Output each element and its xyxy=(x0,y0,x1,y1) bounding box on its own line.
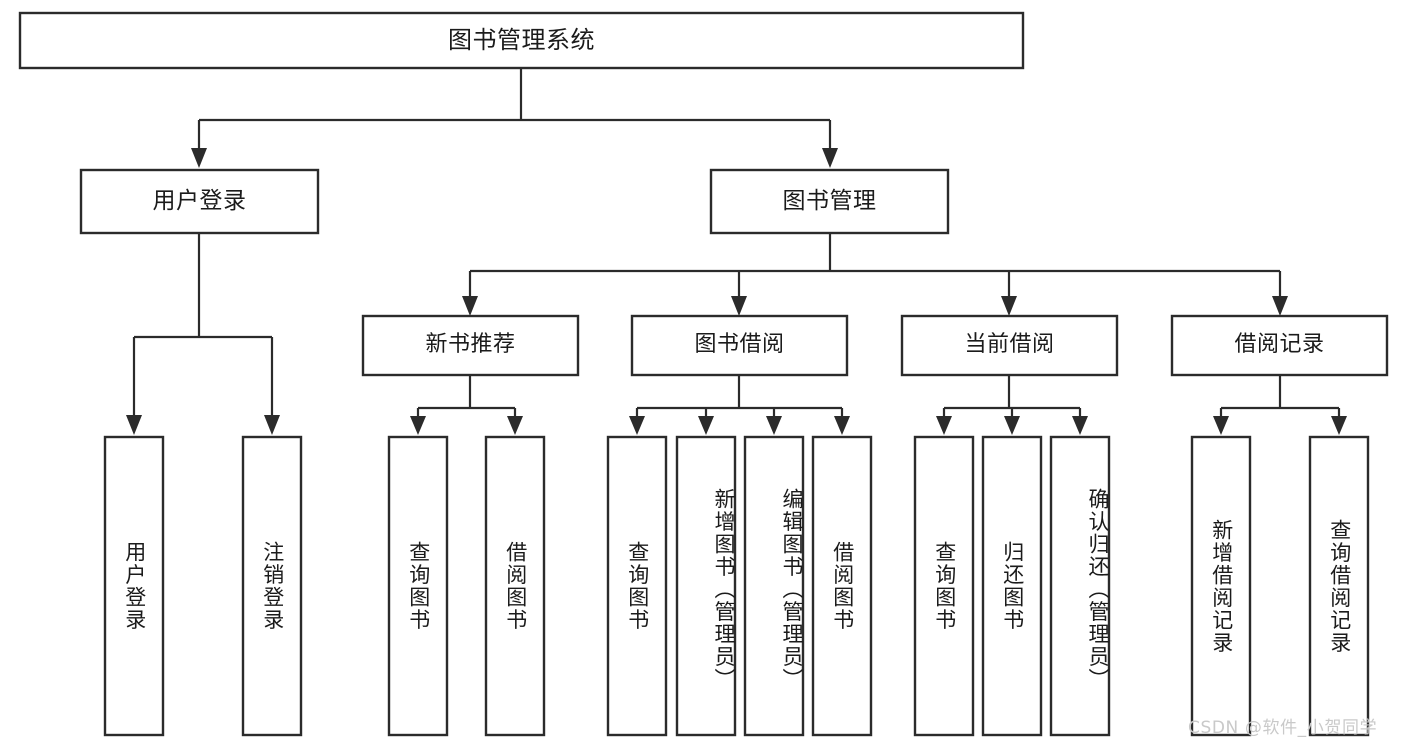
node-box-leaf-query-record[interactable] xyxy=(1308,435,1370,737)
node-box-leaf-borrow-book-1[interactable] xyxy=(484,435,546,737)
node-box-leaf-edit-book[interactable] xyxy=(743,435,805,737)
arrow-to-leaf-logout-login xyxy=(264,415,280,435)
node-box-leaf-add-book[interactable] xyxy=(675,435,737,737)
connector-current-borrow-bus xyxy=(942,375,1082,418)
node-box-leaf-add-record[interactable] xyxy=(1190,435,1252,737)
node-box-leaf-confirm-return[interactable] xyxy=(1049,435,1111,737)
connector-root-bus xyxy=(197,68,832,148)
arrow-to-current-borrow xyxy=(1001,296,1017,316)
connector-book-manage-bus xyxy=(468,233,1282,296)
node-box-root[interactable] xyxy=(18,11,1025,70)
arrow-to-new-book-recommend xyxy=(462,296,478,316)
arrow-to-leaf-query-record xyxy=(1331,416,1347,435)
node-box-leaf-user-login[interactable] xyxy=(103,435,165,737)
node-box-user-login[interactable] xyxy=(79,168,320,235)
node-box-leaf-query-book-2[interactable] xyxy=(606,435,668,737)
arrow-to-leaf-edit-book xyxy=(766,416,782,435)
node-box-leaf-logout-login[interactable] xyxy=(241,435,303,737)
arrow-to-leaf-add-book xyxy=(698,416,714,435)
node-box-leaf-return-book[interactable] xyxy=(981,435,1043,737)
arrow-to-user-login xyxy=(191,148,207,168)
node-box-leaf-query-book-1[interactable] xyxy=(387,435,449,737)
node-box-book-manage[interactable] xyxy=(709,168,950,235)
connector-borrow-record-bus xyxy=(1219,375,1341,418)
arrow-to-leaf-confirm-return xyxy=(1072,416,1088,435)
arrow-to-leaf-query-book-1 xyxy=(410,416,426,435)
node-box-new-book-recommend[interactable] xyxy=(361,314,580,377)
arrow-to-borrow-record xyxy=(1272,296,1288,316)
node-box-leaf-borrow-book-2[interactable] xyxy=(811,435,873,737)
arrow-to-leaf-return-book xyxy=(1004,416,1020,435)
arrow-to-leaf-query-book-3 xyxy=(936,416,952,435)
connector-new-book-recommend-bus xyxy=(416,375,517,418)
node-box-book-borrow[interactable] xyxy=(630,314,849,377)
arrow-to-leaf-user-login xyxy=(126,415,142,435)
arrow-to-leaf-query-book-2 xyxy=(629,416,645,435)
arrow-to-leaf-add-record xyxy=(1213,416,1229,435)
arrow-to-leaf-borrow-book-2 xyxy=(834,416,850,435)
arrow-to-leaf-borrow-book-1 xyxy=(507,416,523,435)
node-box-leaf-query-book-3[interactable] xyxy=(913,435,975,737)
node-box-current-borrow[interactable] xyxy=(900,314,1119,377)
connector-book-borrow-bus xyxy=(635,375,844,418)
arrow-to-book-manage xyxy=(822,148,838,168)
node-box-borrow-record[interactable] xyxy=(1170,314,1389,377)
arrow-to-book-borrow xyxy=(731,296,747,316)
connector-user-login-bus xyxy=(132,233,274,415)
csdn-watermark: CSDN @软件_小贺同学 xyxy=(1188,718,1378,738)
